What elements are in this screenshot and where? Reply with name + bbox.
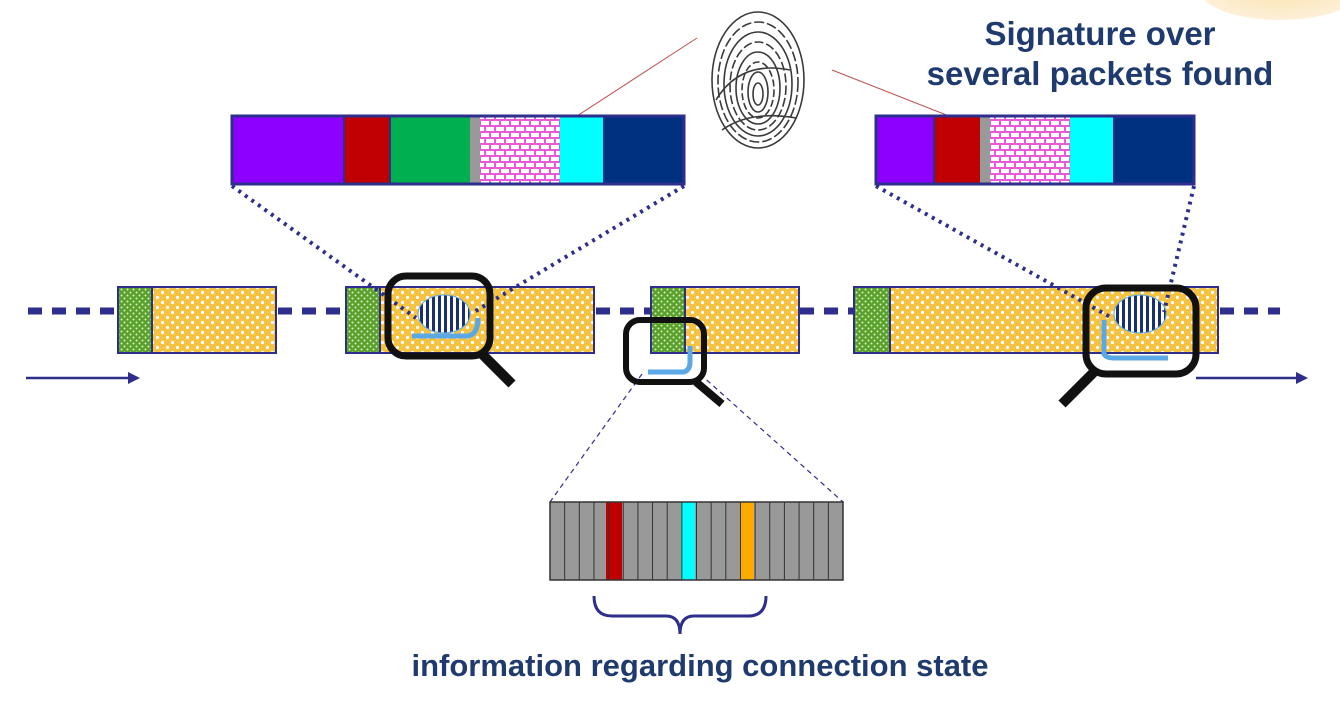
brace-icon [592,595,768,635]
signature-blob-left [412,294,481,339]
zoom-lines-left [230,184,686,320]
corner-decoration [1204,0,1340,20]
fingerprint-icon [711,11,805,149]
packet [117,286,277,354]
magnifier-icon [1058,284,1200,408]
arrow-right-icon [1196,372,1308,384]
signature-bar-left [230,114,686,186]
connection-state-table [549,501,844,581]
zoom-lines-right [875,184,1196,320]
packet [345,286,595,354]
signature-blob-right [1101,294,1168,361]
state-marker [648,346,693,375]
signature-bar-right [874,114,1196,186]
magnifier-icon [384,272,516,388]
connection-state-caption: information regarding connection state [411,648,989,683]
signature-caption-line1: Signature over [984,15,1216,52]
signature-caption-line2: several packets found [926,55,1274,92]
arrow-right-icon [26,372,140,384]
magnifier-icon [623,317,725,408]
signature-caption: Signature over several packets found [880,14,1320,94]
zoom-lines-state [549,373,844,503]
packet [853,286,1219,354]
